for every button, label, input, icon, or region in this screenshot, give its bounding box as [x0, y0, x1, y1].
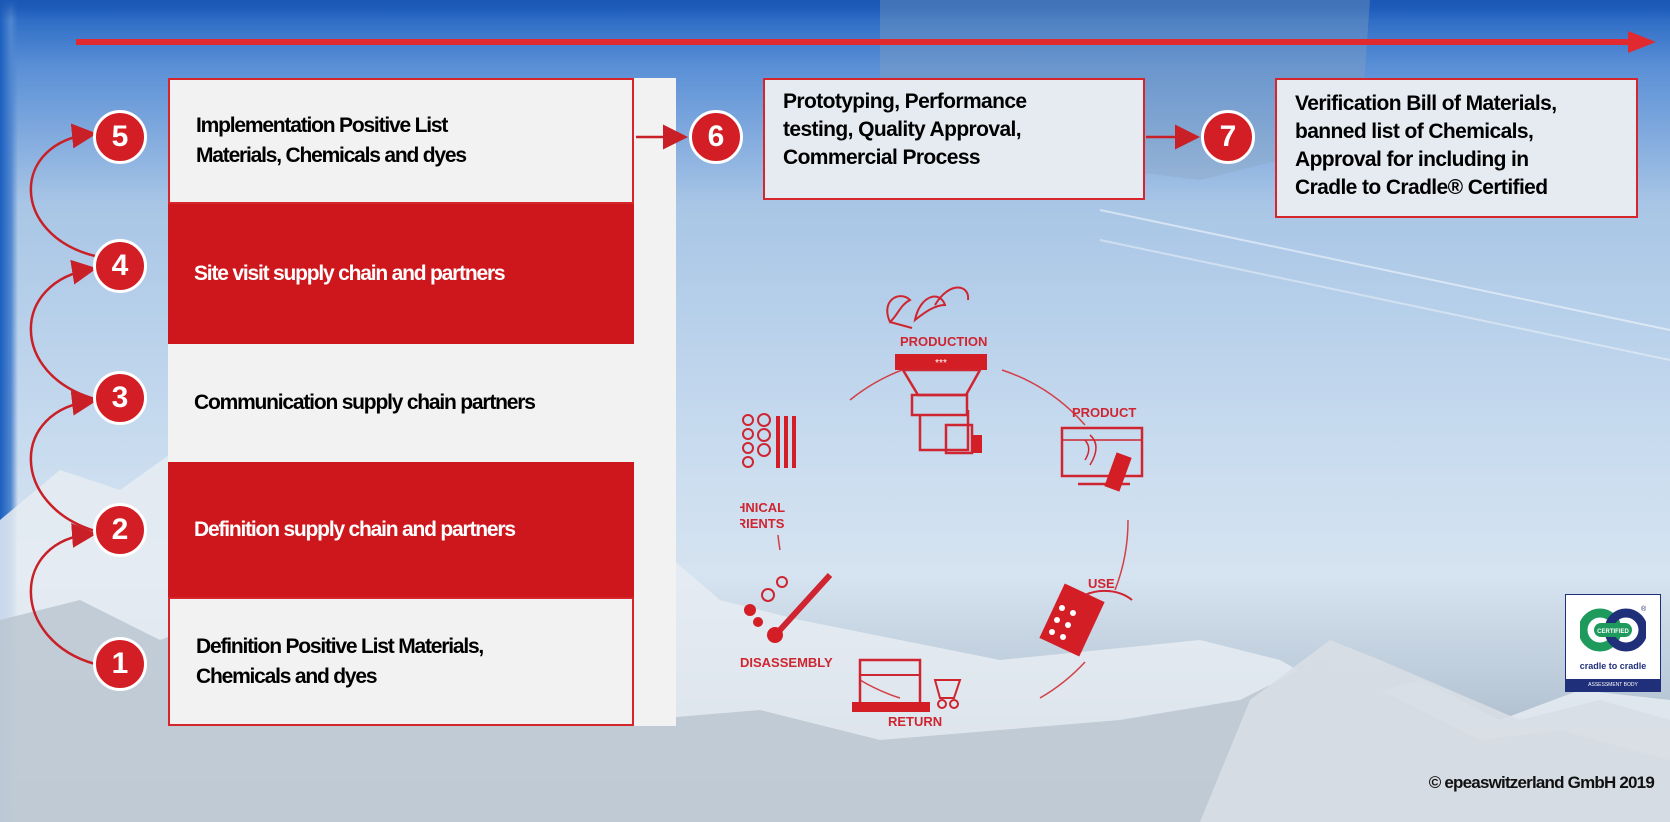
- badge-brand: cradle to cradle: [1579, 661, 1647, 671]
- use-label: USE: [1088, 576, 1115, 591]
- product-monitor-icon: [1060, 426, 1144, 492]
- return-label: RETURN: [888, 714, 942, 729]
- step-5-box: Implementation Positive List Materials, …: [168, 78, 634, 204]
- step-5-number: 5: [93, 110, 147, 164]
- step-1-box: Definition Positive List Materials, Chem…: [168, 597, 634, 726]
- step-7-number: 7: [1201, 110, 1255, 164]
- svg-text:***: ***: [935, 358, 947, 369]
- step-2-label: Definition supply chain and partners: [194, 517, 516, 541]
- step-2-box: Definition supply chain and partners: [168, 462, 634, 597]
- use-hand-icon: [1039, 583, 1133, 657]
- technical-nutrients-icon: [742, 413, 796, 468]
- step-2-number: 2: [93, 503, 147, 557]
- copyright-notice: © epeaswitzerland GmbH 2019: [1428, 773, 1655, 792]
- c2c-logo-icon: CERTIFIED ®: [1580, 605, 1646, 652]
- production-icon: [886, 286, 970, 329]
- step-1-number: 1: [93, 637, 147, 691]
- step-6-number: 6: [689, 110, 743, 164]
- step-4-number: 4: [93, 239, 147, 293]
- nutrients-label: NUTRIENTS: [740, 516, 785, 531]
- svg-text:®: ®: [1641, 605, 1646, 613]
- timeline-arrow: [76, 31, 1656, 53]
- production-label: PRODUCTION: [900, 334, 987, 349]
- product-label: PRODUCT: [1072, 405, 1136, 420]
- step-3-label: Communication supply chain partners: [194, 391, 536, 414]
- background-frame-top: [0, 0, 1670, 20]
- machine-icon: ***: [895, 354, 987, 455]
- disassembly-label: DISASSEMBLY: [740, 655, 833, 670]
- step-3-box: Communication supply chain partners: [168, 344, 634, 462]
- step-1-label: Definition Positive List Materials, Chem…: [196, 634, 484, 688]
- step-4-label: Site visit supply chain and partners: [194, 262, 506, 285]
- step-3-number: 3: [93, 371, 147, 425]
- badge-foot: ASSESSMENT BODY: [1566, 679, 1660, 691]
- step-5-label: Implementation Positive List Materials, …: [196, 114, 467, 167]
- step-6-box: Prototyping, Performance testing, Qualit…: [763, 78, 1145, 200]
- cradle-to-cradle-badge: CERTIFIED ® cradle to cradle ASSESSMENT …: [1565, 594, 1661, 692]
- step-7-box: Verification Bill of Materials, banned l…: [1275, 78, 1638, 218]
- disassembly-tool-icon: [744, 572, 833, 643]
- step-4-box: Site visit supply chain and partners: [168, 204, 634, 344]
- svg-text:CERTIFIED: CERTIFIED: [1597, 629, 1629, 635]
- technical-label: TECHNICAL: [740, 500, 785, 515]
- return-machine-icon: [852, 658, 962, 712]
- technical-cycle-diagram: PRODUCTION *** PRODUCT USE RETURN: [740, 286, 1144, 729]
